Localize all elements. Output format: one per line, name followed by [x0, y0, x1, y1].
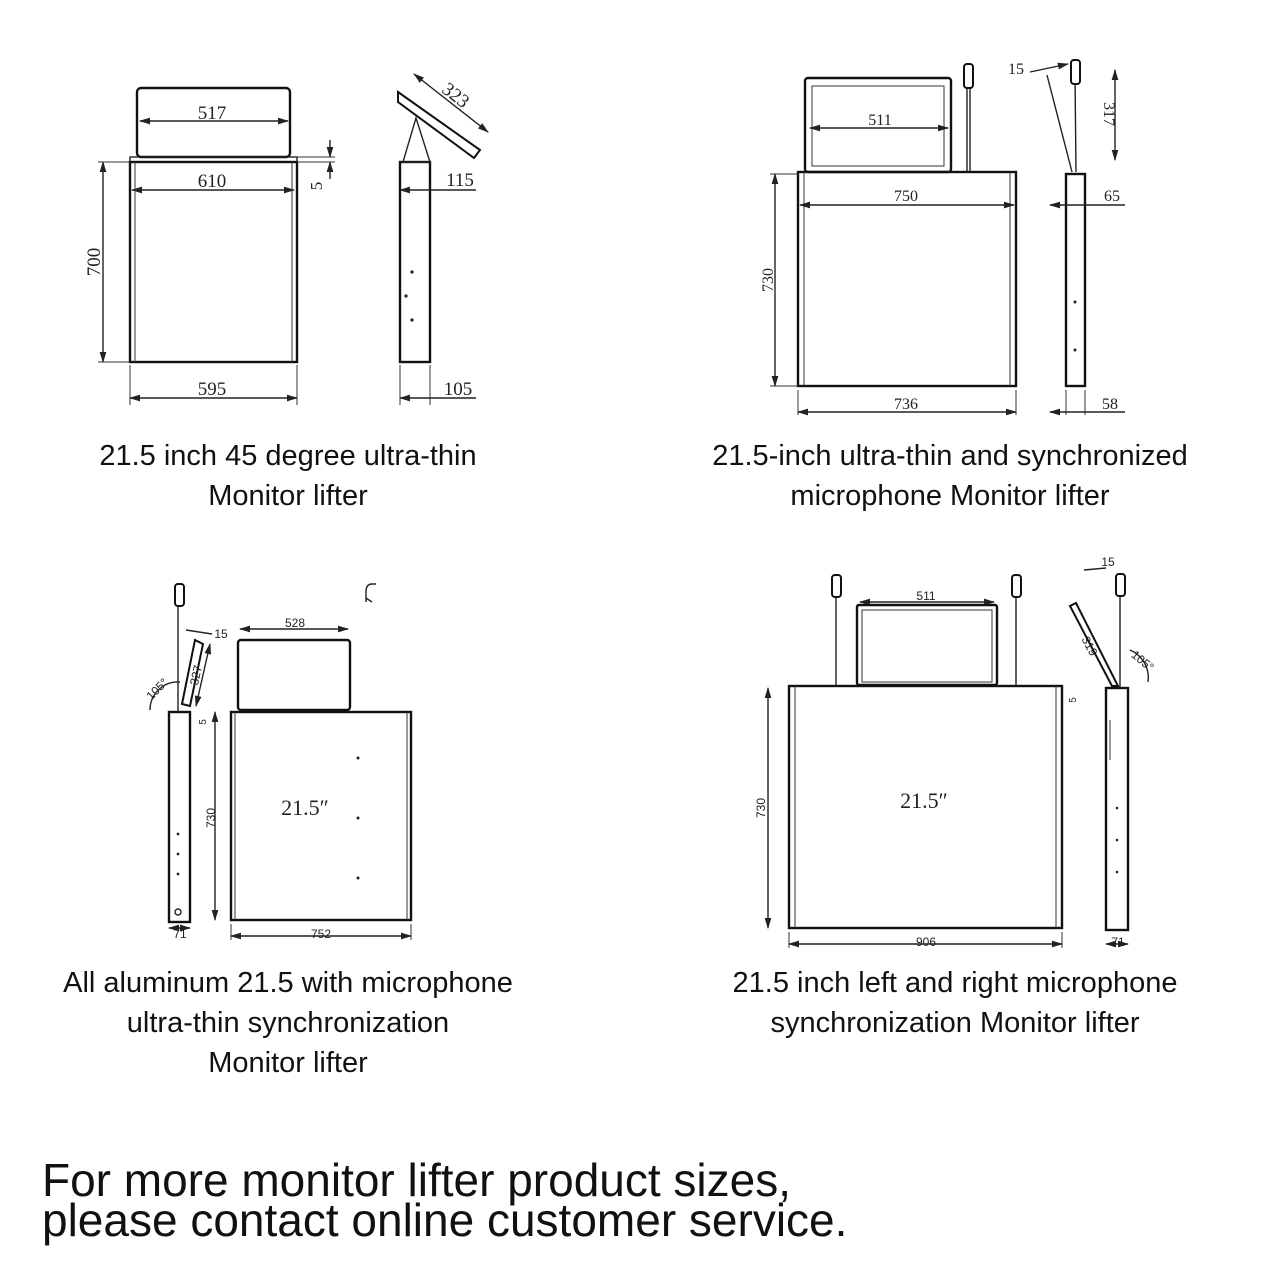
monitor-outline: [855, 603, 999, 687]
dim-bottom-width: 752: [311, 927, 331, 941]
dim-height: 730: [204, 808, 218, 828]
dim-mic-offset: 15: [1008, 61, 1024, 78]
dim-top-width: 750: [894, 188, 918, 205]
footer-line-2: please contact online customer service.: [42, 1194, 848, 1246]
dim-lid-thickness: 5: [307, 182, 326, 191]
caption-product-4: 21.5 inch left and right microphone sync…: [690, 963, 1220, 1043]
dim-screen-width: 511: [868, 112, 891, 129]
caption-line: 21.5 inch left and right microphone: [732, 967, 1178, 999]
caption-line: Monitor lifter: [208, 1047, 368, 1079]
footer-line-1: For more monitor lifter product sizes,: [42, 1154, 792, 1206]
dim-mic-offset: 15: [214, 627, 228, 641]
dim-side-depth: 71: [173, 927, 187, 941]
dim-mic-offset: 15: [1101, 555, 1115, 569]
dim-height: 730: [754, 798, 768, 818]
caption-product-1: 21.5 inch 45 degree ultra-thin Monitor l…: [38, 436, 538, 516]
dim-side-top-depth: 65: [1104, 188, 1120, 205]
microphone-side: [1115, 573, 1126, 597]
side-view-body: [167, 710, 192, 924]
dim-screen-width: 528: [285, 616, 305, 630]
dim-side-top-depth: 115: [446, 170, 474, 191]
caption-line: Monitor lifter: [208, 480, 368, 512]
caption-line: 21.5-inch ultra-thin and synchronized: [712, 440, 1188, 472]
lifter-body: [128, 160, 299, 364]
caption-line: 21.5 inch 45 degree ultra-thin: [99, 440, 477, 472]
dim-lid: 5: [1068, 697, 1079, 703]
lifter-body: [229, 710, 413, 922]
lifter-body: [796, 170, 1018, 388]
microphone-right: [1011, 574, 1022, 598]
dim-bottom-width: 595: [198, 379, 227, 400]
lifter-body: [787, 684, 1064, 930]
caption-product-3: All aluminum 21.5 with microphone ultra-…: [28, 963, 548, 1083]
side-view-body: [1064, 172, 1087, 388]
monitor-outline: [236, 638, 352, 712]
caption-line: synchronization Monitor lifter: [770, 1007, 1140, 1039]
dim-top-width: 610: [198, 171, 227, 192]
dim-lid: 5: [198, 719, 209, 725]
dim-side-bottom-depth: 105: [444, 379, 473, 400]
microphone: [174, 583, 185, 607]
dim-bottom-width: 736: [894, 396, 918, 413]
microphone-left: [831, 574, 842, 598]
screen-size-label: 21.5″: [900, 788, 948, 813]
caption-line: All aluminum 21.5 with microphone: [63, 967, 513, 999]
dim-side-depth: 71: [1111, 935, 1125, 949]
caption-product-2: 21.5-inch ultra-thin and synchronized mi…: [675, 436, 1225, 516]
caption-line: ultra-thin synchronization: [126, 1007, 450, 1039]
microphone-side: [1070, 59, 1081, 85]
dim-mic-length: 327: [187, 664, 205, 687]
dim-side-bottom-depth: 58: [1102, 396, 1118, 413]
screen-size-label: 21.5″: [281, 795, 329, 820]
dim-height: 700: [84, 248, 105, 277]
footer-note: For more monitor lifter product sizes, p…: [42, 1154, 848, 1246]
side-view-body: [1104, 686, 1130, 932]
dim-screen-width: 517: [198, 103, 227, 124]
dim-bottom-width: 906: [916, 935, 936, 949]
caption-line: microphone Monitor lifter: [790, 480, 1110, 512]
dim-height: 730: [760, 268, 777, 292]
dim-screen-width: 511: [916, 589, 935, 603]
dim-mic-length: 317: [1100, 102, 1117, 126]
microphone: [963, 63, 974, 89]
